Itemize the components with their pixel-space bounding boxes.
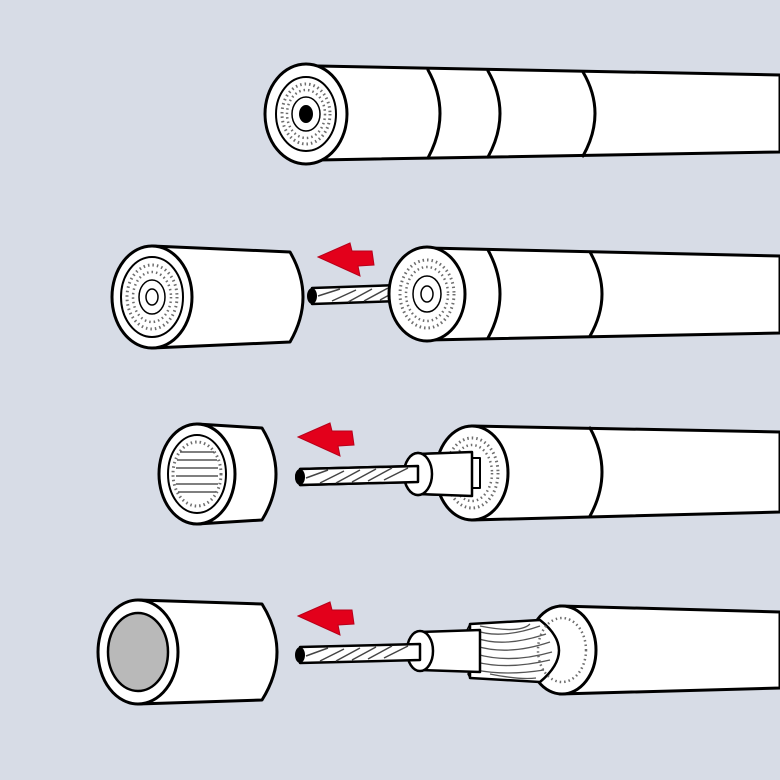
remaining-cable [387,245,780,343]
sheath-ring [588,250,604,338]
cable-body [426,246,780,342]
conductor-hole [145,288,159,306]
conductor-tip [295,647,305,663]
conductor-entry [420,285,434,303]
removed-sleeve-piece [96,598,279,706]
cable-body [316,64,780,162]
sheath-ring [581,70,597,158]
braid-strands [473,623,553,680]
braid-dot-ring [285,88,327,140]
braid-dot-ring [404,265,450,323]
braid-dot-ring [171,440,223,508]
folded-braid-shield [465,616,588,684]
sleeve-body [150,244,305,350]
conductor-strand-twist [305,467,409,484]
conductor-tip [295,469,305,485]
center-conductor [299,105,313,123]
sheath-ring [486,248,502,340]
braid-dot-ring [450,443,494,503]
arrow-left-icon [316,242,375,277]
conductor-wire [298,642,422,665]
exposed-center-conductor [295,642,422,665]
braid-body [468,618,561,684]
removed-sleeve-piece [110,244,305,350]
conductor-strand-twist [317,285,421,303]
conductor-strand-twist [305,645,409,662]
braid-strand-lines [176,451,218,493]
step-4-braid-exposed [96,598,780,706]
sheath-ring [486,69,502,159]
braid-dot-ring [536,616,588,684]
braid-dot-ring [125,263,179,331]
arrow-left-icon [296,601,355,636]
conductor-tip [307,288,317,304]
conductor-wire [298,464,420,487]
braid-dot-ring [131,270,173,324]
braid-dot-ring [280,82,332,146]
sheath-ring [426,68,442,160]
remaining-cable [434,424,780,522]
sleeve-hollow [106,611,170,693]
arrow-left-icon [296,422,355,457]
cable-body [470,424,780,522]
sleeve-inner-edge [167,434,227,514]
step-1-intact-cable [263,62,780,166]
step-2-sleeve-removed [110,242,780,350]
sheath-ring [588,426,604,518]
step-3-dielectric-removed [157,422,780,526]
braid-dot-ring [444,436,500,510]
braid-dot-ring [398,258,456,330]
removed-sleeve-piece [157,422,278,526]
